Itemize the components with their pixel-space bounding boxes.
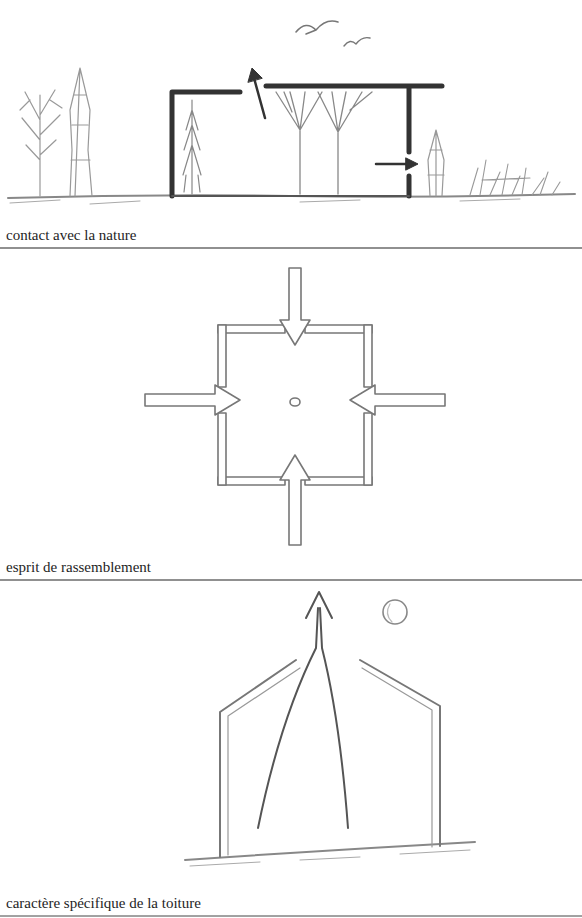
gathering-sketch — [145, 268, 445, 545]
caption-label: esprit de rassemblement — [6, 558, 151, 576]
roof-sketch — [185, 592, 475, 866]
nature-sketch — [8, 21, 575, 204]
separator-line — [0, 247, 582, 248]
caption-label: contact avec la nature — [6, 226, 136, 244]
separator-line — [0, 579, 582, 580]
caption-label: caractère spécifique de la toiture — [6, 894, 201, 912]
separator-line — [0, 916, 582, 917]
